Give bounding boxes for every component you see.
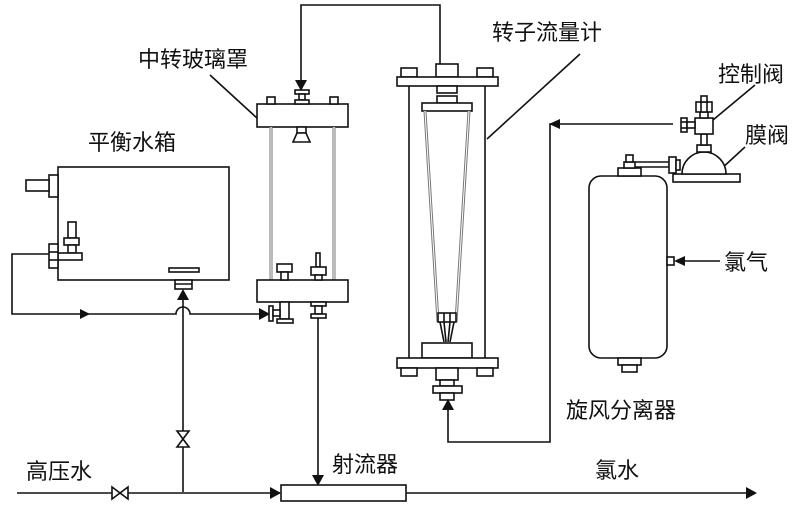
tank-overflow-pipe: [25, 179, 50, 192]
diaphragm-dome: [681, 151, 727, 175]
diaphragm-valve: [635, 144, 741, 183]
leader-relay-glass-cover: [209, 74, 259, 120]
label-diaphragm-valve: 膜阀: [745, 124, 789, 149]
control-valve-body: [694, 117, 714, 135]
gate-valve-main: [111, 485, 129, 501]
label-ejector: 射流器: [332, 453, 398, 478]
tank-inlet-fitting: [48, 243, 59, 269]
arrow-down: [295, 80, 307, 91]
pipe-rotameter-to-cover: [300, 4, 441, 88]
label-control-valve: 控制阀: [718, 63, 784, 88]
float-valve-nut: [63, 237, 80, 246]
tank-outlet-plate: [168, 267, 200, 273]
arrow-up: [442, 399, 454, 410]
label-balance-tank: 平衡水箱: [88, 131, 176, 156]
cover-top-plate: [256, 103, 349, 128]
leader-rotameter: [486, 53, 581, 140]
leader-control-valve: [706, 84, 756, 126]
tank-body: [57, 166, 230, 281]
float-valve-body: [67, 244, 77, 254]
nozzle: [291, 132, 312, 143]
arrow-left: [674, 256, 685, 266]
gate-valve-vertical: [175, 430, 191, 448]
control-valve: [680, 95, 714, 146]
label-cyclone-separator: 旋风分离器: [566, 399, 676, 424]
relay-glass-cover: [256, 89, 349, 324]
arrow-right: [259, 308, 270, 320]
label-chlorine-gas: 氯气: [724, 251, 768, 276]
pipe-tank-to-cover: [11, 253, 262, 315]
arrow-right: [80, 309, 90, 319]
rotameter: [396, 63, 499, 401]
cyclone-separator: [588, 154, 675, 373]
rotameter-bottom-flange: [396, 357, 499, 369]
cover-base-plate: [256, 279, 349, 303]
gas-inlet: [666, 256, 675, 266]
rotameter-top-flange: [396, 76, 499, 87]
ejector: [280, 484, 407, 502]
tank-side-fitting: [48, 174, 59, 198]
pipe-control-valve-to-rotameter: [447, 123, 673, 443]
arrow-up: [177, 289, 189, 300]
float-valve-arm: [57, 252, 83, 261]
arrow-right: [270, 487, 281, 499]
label-relay-glass-cover: 中转玻璃罩: [138, 48, 248, 73]
arrow-down: [312, 475, 324, 486]
label-rotameter: 转子流量计: [492, 21, 602, 46]
rotameter-float: [437, 312, 457, 323]
separator-body: [588, 175, 668, 359]
label-high-pressure-water: 高压水: [26, 460, 92, 485]
arrow-left: [549, 119, 560, 129]
balance-tank: [25, 166, 230, 290]
label-chlorine-water: 氯水: [595, 459, 639, 484]
arrow-right: [746, 487, 757, 499]
diaphragm-base: [672, 173, 741, 183]
float-valve-stem: [67, 221, 77, 239]
